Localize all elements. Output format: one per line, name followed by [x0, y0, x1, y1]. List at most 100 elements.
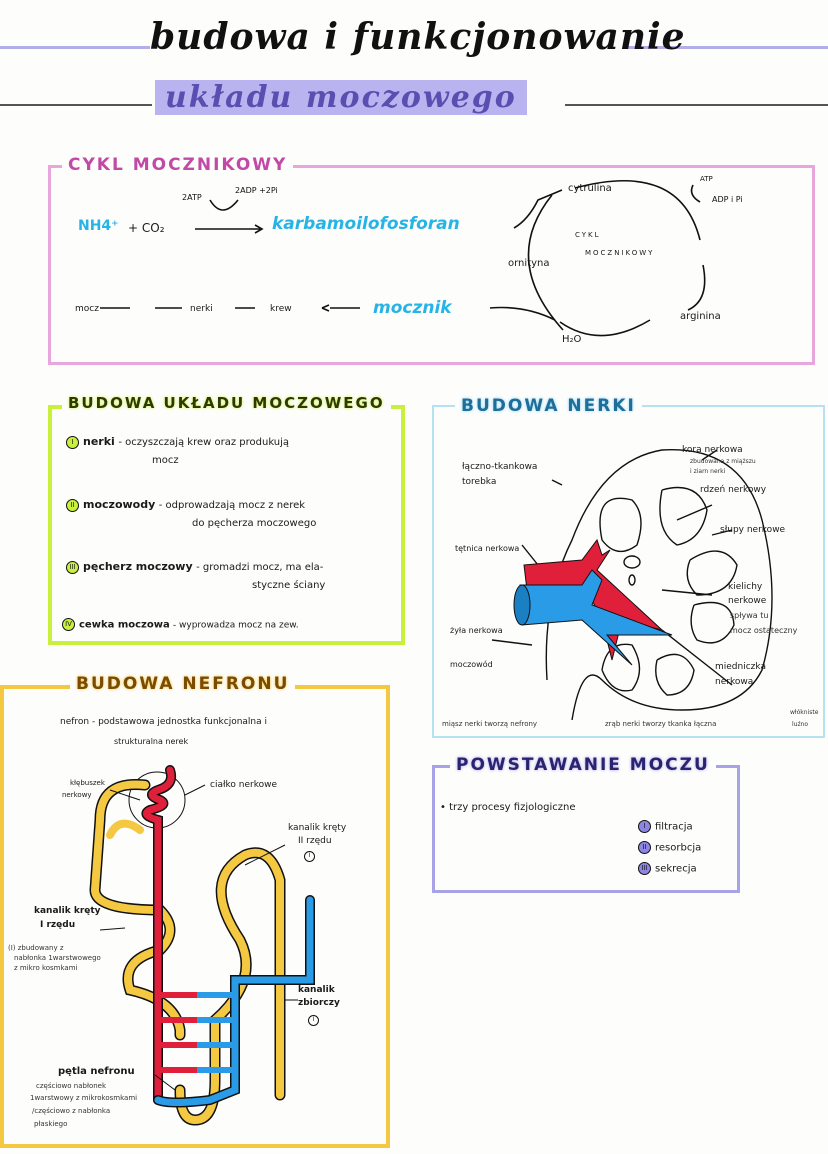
arginine-label: arginina — [680, 311, 721, 322]
numeral-badge: I — [304, 851, 315, 862]
calyces-note-2: mocz ostateczny — [730, 626, 798, 635]
kidney-footer-right: zrąb nerki tworzy tkanka łączna — [605, 720, 717, 728]
nephron-header: BUDOWA NEFRONU — [70, 674, 296, 694]
kidney-footer-extra-1: włókniste — [790, 709, 819, 716]
numeral-badge: IV — [62, 618, 75, 631]
pct-label-2: I rzędu — [40, 920, 76, 930]
nh4-label: NH4⁺ — [78, 218, 119, 234]
carbamoyl-phosphate-label: karbamoilofosforan — [272, 214, 460, 234]
loop-note-3: /częściowo z nabłonka — [32, 1107, 111, 1115]
urine-label: mocz — [75, 304, 99, 314]
title-rule-left — [0, 46, 150, 49]
numeral-badge: II — [638, 841, 651, 854]
page-title-line1: budowa i funkcjonowanie — [150, 16, 686, 58]
renal-vein — [519, 569, 673, 666]
kidney-capsule — [545, 449, 773, 720]
nephron-diagram — [89, 765, 315, 1126]
glomerulus-label-2: nerkowy — [62, 791, 92, 799]
adp-out-label: 2ADP +2Pi — [235, 186, 278, 195]
kidney-header: BUDOWA NERKI — [455, 396, 642, 416]
loop-note-2: 1warstwowy z mikrokosmkami — [30, 1094, 138, 1102]
renal-vein-label: żyła nerkowa — [450, 626, 503, 635]
calyces-label-2: nerkowe — [728, 596, 767, 606]
urea-cycle-box — [48, 165, 815, 365]
item-desc: - gromadzi mocz, ma ela- — [196, 562, 324, 573]
kidney-diagram — [491, 449, 773, 720]
page-title-line2: układu moczowego — [155, 80, 527, 115]
item-desc-cont: mocz — [152, 455, 179, 466]
item-desc-cont: styczne ściany — [252, 580, 326, 591]
blood-label: krew — [270, 304, 292, 314]
item-desc: - odprowadzają mocz z nerek — [158, 500, 306, 511]
loop-note-4: płaskiego — [34, 1120, 68, 1128]
process-label: resorbcja — [655, 842, 702, 854]
pct-note-1: (I) zbudowany z — [8, 944, 64, 952]
item-term: moczowody — [83, 498, 156, 511]
renal-corpuscle-label: ciałko nerkowe — [210, 780, 278, 790]
dct-label-1: kanalik kręty — [288, 823, 347, 833]
citrulline-label: cytrulina — [568, 183, 612, 194]
calyces-note-1: spływa tu — [730, 611, 769, 620]
collecting-duct-num: I — [308, 1013, 323, 1026]
urine-formation-intro: • trzy procesy fizjologiczne — [440, 802, 576, 813]
title-rule-right — [628, 46, 828, 49]
subtitle-rule-left — [0, 104, 152, 106]
kidneys-label: nerki — [190, 304, 213, 314]
medulla-label: rdzeń nerkowy — [700, 485, 767, 495]
collecting-duct-label-2: zbiorczy — [298, 998, 340, 1008]
numeral-badge: I — [308, 1014, 319, 1026]
capsule-label-1: łączno-tkankowa — [462, 462, 538, 472]
urea-label: mocznik — [373, 298, 452, 318]
subtitle-rule-right — [565, 104, 828, 106]
cycle-center-1: CYKL — [575, 231, 601, 239]
atp-label: ATP — [700, 175, 713, 183]
item-term: pęcherz moczowy — [83, 560, 193, 573]
nephron-definition-2: strukturalna nerek — [114, 737, 189, 746]
pct-note-2: nabłonka 1warstwowego — [14, 954, 101, 962]
numeral-badge: III — [66, 560, 79, 574]
pelvis-label-2: nerkowa — [715, 677, 754, 687]
urine-formation-header: POWSTAWANIE MOCZU — [450, 755, 716, 775]
collecting-duct-label-1: kanalik — [298, 985, 335, 995]
cortex-label: kora nerkowa — [682, 445, 743, 455]
item-term: cewka moczowa — [79, 619, 170, 631]
urea-cycle-arrows — [100, 180, 706, 337]
loop-note-1: częściowo nabłonek — [36, 1082, 107, 1090]
numeral-badge: III — [638, 862, 651, 875]
kidney-footer-left: miąsz nerki tworzą nefrony — [442, 720, 538, 728]
nephron-definition-1: nefron - podstawowa jednostka funkcjonal… — [60, 717, 268, 727]
process-label: sekrecja — [655, 863, 697, 875]
cortex-note-1: zbudowana z miąższu — [690, 458, 756, 465]
item-desc-cont: do pęcherza moczowego — [192, 518, 317, 529]
process-reabsorption: II resorbcja — [638, 841, 701, 854]
adp-pi-label: ADP i Pi — [712, 195, 743, 204]
urea-cycle-header: CYKL MOCZNIKOWY — [62, 155, 294, 175]
item-desc: - wyprowadza mocz na zew. — [172, 620, 299, 631]
numeral-badge: II — [66, 498, 79, 512]
pct-note-3: z mikro kosmkami — [14, 964, 78, 972]
kidney-footer-extra-2: luźno — [792, 721, 809, 728]
urinary-system-header: BUDOWA UKŁADU MOCZOWEGO — [62, 394, 391, 412]
item-desc: - oczyszczają krew oraz produkują — [118, 437, 290, 448]
co2-label: + CO₂ — [128, 221, 165, 235]
numeral-badge: I — [638, 820, 651, 833]
dct-label-2: II rzędu — [298, 836, 332, 846]
renal-columns-label: słupy nerkowe — [720, 525, 786, 535]
pct-label-1: kanalik kręty — [34, 906, 101, 916]
pelvis-label-1: miedniczka — [715, 662, 766, 672]
numeral-badge: I — [66, 435, 79, 449]
glomerulus-label-1: kłębuszek — [70, 779, 105, 787]
process-secretion: III sekrecja — [638, 862, 697, 875]
water-label: H₂O — [562, 334, 582, 345]
capsule-label-2: torebka — [462, 477, 497, 487]
loop-of-henle-label: pętla nefronu — [58, 1066, 135, 1077]
cycle-center-2: MOCZNIKOWY — [585, 249, 655, 257]
process-label: filtracja — [655, 821, 693, 833]
atp-in-label: 2ATP — [182, 193, 202, 202]
renal-artery-label: tętnica nerkowa — [455, 544, 520, 553]
cortex-note-2: i ziarn nerki — [690, 468, 726, 475]
ureter-label: moczowód — [450, 660, 493, 669]
dct-num: I — [304, 851, 319, 862]
calyces-label-1: kielichy — [728, 582, 763, 592]
